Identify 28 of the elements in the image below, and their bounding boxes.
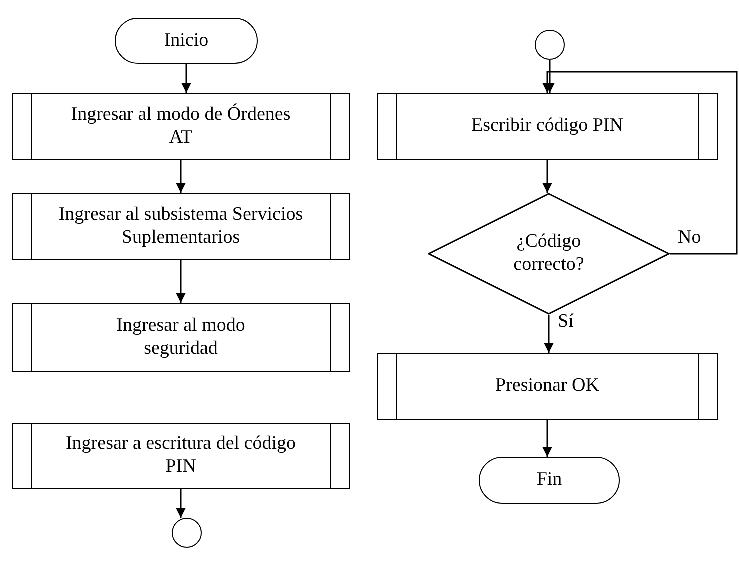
subprocess-box	[12, 193, 350, 260]
arrow	[542, 71, 738, 255]
node-label: Inicio	[164, 30, 209, 52]
node-label: ¿Código correcto?	[512, 231, 586, 277]
arrow	[176, 489, 186, 518]
arrow	[176, 160, 186, 193]
subprocess-box	[377, 93, 718, 160]
subprocess-box	[12, 423, 350, 489]
node-label: Ingresar a escritura del código PIN	[64, 433, 297, 479]
connector-circle	[172, 518, 202, 548]
node-label: Ingresar al subsistema Servicios Suplementarios	[58, 204, 304, 250]
node-label: Ingresar al modo de Órdenes AT	[70, 104, 292, 150]
terminal-box	[479, 457, 620, 504]
terminal-box	[115, 18, 258, 64]
arrow	[542, 160, 552, 193]
arrow	[176, 260, 186, 303]
arrow	[542, 420, 552, 457]
subprocess-box	[12, 93, 350, 160]
arrow	[544, 315, 554, 353]
subprocess-box	[12, 303, 350, 372]
decision-diamond	[428, 193, 670, 315]
arrow	[182, 64, 192, 93]
subprocess-box	[377, 353, 718, 420]
node-label: Presionar OK	[496, 375, 600, 398]
node-label: Ingresar al modo seguridad	[116, 314, 246, 360]
connector-circle	[535, 30, 565, 60]
node-label: Fin	[536, 469, 562, 492]
node-label: Escribir código PIN	[472, 115, 624, 138]
